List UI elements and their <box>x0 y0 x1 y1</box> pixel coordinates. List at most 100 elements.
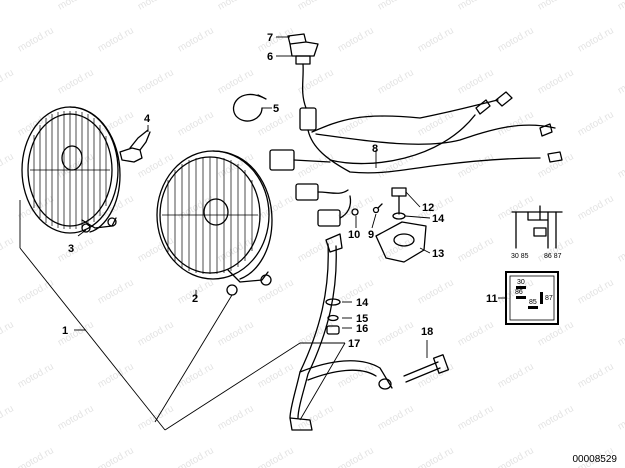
callout-15[interactable]: 15 <box>356 313 368 325</box>
clip-ring[interactable] <box>232 93 267 122</box>
watermark-text: motod.ru <box>176 25 216 54</box>
watermark-text: motod.ru <box>216 0 256 13</box>
relay-pin-86: 86 <box>515 289 523 296</box>
relay-pin-85: 85 <box>529 299 537 306</box>
bulb[interactable] <box>119 129 151 163</box>
watermark-text: motod.ru <box>456 67 496 96</box>
watermark-text: motod.ru <box>136 67 176 96</box>
relay-box[interactable]: 30 86 87 85 <box>505 271 559 325</box>
watermark-text: motod.ru <box>376 151 416 180</box>
watermark-text: motod.ru <box>616 403 625 432</box>
watermark-text: motod.ru <box>616 151 625 180</box>
watermark-text: motod.ru <box>56 235 96 264</box>
switch[interactable] <box>287 33 319 109</box>
watermark-text: motod.ru <box>0 67 16 96</box>
callout-4[interactable]: 4 <box>144 113 151 125</box>
watermark-text: motod.ru <box>0 319 16 348</box>
relay-pin-87: 87 <box>545 295 553 302</box>
watermark-text: motod.ru <box>376 403 416 432</box>
watermark-text: motod.ru <box>336 445 376 468</box>
leader-lines <box>19 36 506 431</box>
watermark-text: motod.ru <box>216 403 256 432</box>
watermark-text: motod.ru <box>336 109 376 138</box>
watermark-text: motod.ru <box>376 319 416 348</box>
screw-9[interactable] <box>351 203 383 216</box>
callout-6[interactable]: 6 <box>267 51 273 63</box>
relay-terminals-left: 30 85 <box>511 253 529 260</box>
watermark-text: motod.ru <box>616 67 625 96</box>
watermark-text: motod.ru <box>496 25 536 54</box>
watermark-text: motod.ru <box>96 445 136 468</box>
watermark-text: motod.ru <box>536 0 576 13</box>
callout-10[interactable]: 10 <box>348 229 360 241</box>
callout-12[interactable]: 12 <box>422 202 434 214</box>
callout-16[interactable]: 16 <box>356 323 368 335</box>
watermark-text: motod.ru <box>336 25 376 54</box>
callout-1[interactable]: 1 <box>62 325 68 337</box>
watermark-text: motod.ru <box>456 235 496 264</box>
watermark-text: motod.ru <box>16 361 56 390</box>
callout-14-bottom[interactable]: 14 <box>356 297 369 309</box>
watermark-text: motod.ru <box>456 319 496 348</box>
callout-2[interactable]: 2 <box>192 293 198 305</box>
watermark-text: motod.ru <box>16 277 56 306</box>
watermark-text: motod.ru <box>376 67 416 96</box>
callout-7[interactable]: 7 <box>267 32 273 44</box>
washer-stack[interactable] <box>325 298 341 335</box>
relay-pin-30: 30 <box>517 279 525 286</box>
callout-5[interactable]: 5 <box>273 103 279 115</box>
support-arm[interactable] <box>289 233 393 431</box>
watermark-text: motod.ru <box>96 25 136 54</box>
fog-lamp-left[interactable] <box>21 106 121 234</box>
watermark-text: motod.ru <box>256 25 296 54</box>
watermark-text: motod.ru <box>256 193 296 222</box>
watermark-text: motod.ru <box>416 445 456 468</box>
wiring-harness[interactable] <box>269 91 563 227</box>
watermark-text: motod.ru <box>0 235 16 264</box>
watermark-text: motod.ru <box>416 25 456 54</box>
watermark-text: motod.ru <box>536 151 576 180</box>
callout-11[interactable]: 11 <box>486 293 498 305</box>
bolt-12[interactable] <box>391 187 407 220</box>
watermark-text: motod.ru <box>176 361 216 390</box>
bolt-18[interactable] <box>403 354 450 383</box>
watermark-text: motod.ru <box>456 151 496 180</box>
watermark-text: motod.ru <box>576 25 616 54</box>
relay-terminals-right: 86 87 <box>544 253 562 260</box>
watermark-text: motod.ru <box>16 109 56 138</box>
watermark-text: motod.ru <box>0 403 16 432</box>
watermark-text: motod.ru <box>336 361 376 390</box>
watermark-text: motod.ru <box>496 445 536 468</box>
watermark-text: motod.ru <box>16 25 56 54</box>
callouts: 1 2 3 4 5 6 7 8 9 10 11 12 13 14 14 15 1… <box>62 32 498 350</box>
callout-13[interactable]: 13 <box>432 248 444 260</box>
watermark-text: motod.ru <box>496 361 536 390</box>
watermark-text: motod.ru <box>296 151 336 180</box>
fog-lamp-right[interactable] <box>156 150 273 296</box>
watermark-text: motod.ru <box>0 151 16 180</box>
watermark-text: motod.ru <box>296 67 336 96</box>
watermark-text: motod.ru <box>0 0 16 13</box>
callout-18[interactable]: 18 <box>421 326 433 338</box>
callout-3[interactable]: 3 <box>68 243 74 255</box>
callout-8[interactable]: 8 <box>372 143 378 155</box>
watermark-text: motod.ru <box>536 67 576 96</box>
watermark-text: motod.ru <box>16 193 56 222</box>
watermark-text: motod.ru <box>616 235 625 264</box>
watermark-text: motod.ru <box>576 193 616 222</box>
watermark-text: motod.ru <box>136 319 176 348</box>
watermark-text: motod.ru <box>616 319 625 348</box>
callout-14-top[interactable]: 14 <box>432 213 445 225</box>
watermark-text: motod.ru <box>456 403 496 432</box>
callout-9[interactable]: 9 <box>368 229 374 241</box>
watermark-text: motod.ru <box>576 109 616 138</box>
watermark-text: motod.ru <box>56 403 96 432</box>
watermark-text: motod.ru <box>56 67 96 96</box>
reference-number: 00008529 <box>572 454 618 465</box>
watermark-text: motod.ru <box>416 109 456 138</box>
watermark-text: motod.ru <box>216 319 256 348</box>
callout-17[interactable]: 17 <box>348 338 360 350</box>
watermark-text: motod.ru <box>256 361 296 390</box>
watermark-text: motod.ru <box>296 0 336 13</box>
watermark-text: motod.ru <box>176 109 216 138</box>
